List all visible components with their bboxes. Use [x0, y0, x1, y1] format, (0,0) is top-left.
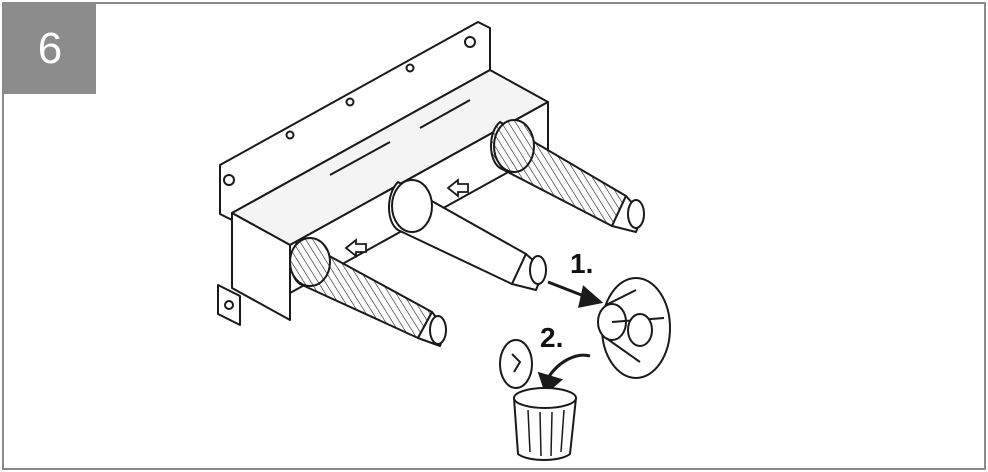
protective-plug-icon: [388, 179, 547, 291]
discard-arrow-icon: [537, 353, 591, 395]
threaded-extension-icon: [289, 237, 447, 347]
removal-arrow-icon: [547, 280, 604, 308]
waste-bin-icon: [512, 387, 578, 461]
mounting-box-icon: [217, 21, 549, 326]
protective-cap-icon: [597, 277, 671, 379]
protective-cap-icon: [499, 339, 533, 389]
flow-direction-arrow-icon: [344, 178, 469, 258]
step-number-badge: 6: [4, 4, 96, 94]
step-callout-2: 2.: [540, 322, 564, 353]
threaded-extension-icon: [490, 119, 645, 233]
step-callout-1: 1.: [570, 248, 594, 279]
